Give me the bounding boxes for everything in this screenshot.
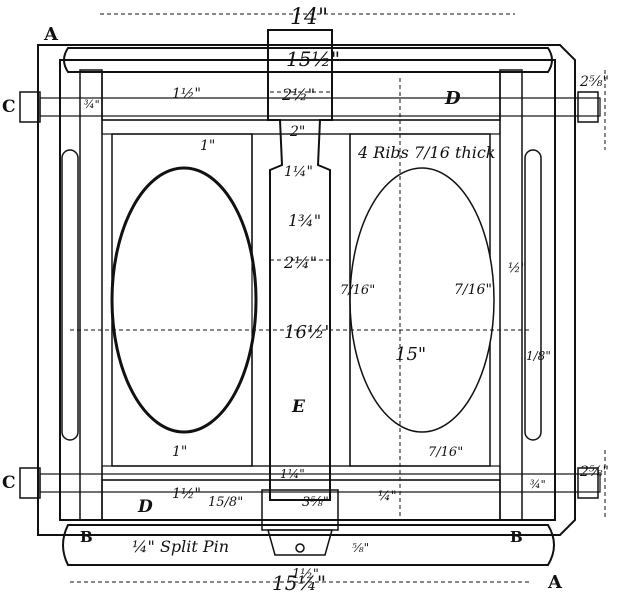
note-split-pin: ¼" Split Pin <box>132 537 229 556</box>
dim-overall-top: 14" <box>290 5 328 30</box>
top-cap-plate <box>63 47 553 73</box>
bolt-top <box>19 91 601 123</box>
left-slot <box>61 149 79 441</box>
dim-pin-size: ⅝" <box>352 541 369 555</box>
label-c-top: C <box>2 97 16 117</box>
right-oval <box>349 167 495 433</box>
dim-bottom-rib: 1" <box>172 444 187 460</box>
dim-bolt-bottom: ¾" <box>530 478 546 491</box>
dim-overall-bottom: 15¼" <box>272 571 326 595</box>
dim-height: 15" <box>395 344 426 365</box>
label-a-bottom: A <box>547 572 563 593</box>
dim-rod-upper: 2½" <box>281 85 315 104</box>
label-b-left: B <box>80 528 93 546</box>
dim-bottom-gap: 1½" <box>172 486 201 502</box>
dim-rib-right: 7/16" <box>454 282 492 298</box>
dim-rod-inner: 1¾" <box>288 211 321 230</box>
dim-bolt-top: ¾" <box>84 98 100 111</box>
central-boss <box>251 133 351 467</box>
dim-rib-small: 1" <box>200 138 215 154</box>
dim-rib-left: 7/16" <box>340 283 375 298</box>
dim-bottom-threefive: 3⅝" <box>302 495 329 510</box>
bottom-cap-plate <box>62 524 555 566</box>
note-ribs: 4 Ribs 7/16 thick <box>357 143 496 162</box>
right-slot <box>524 149 542 441</box>
label-c-bottom: C <box>2 473 16 493</box>
connecting-rod <box>261 29 339 556</box>
label-d-top: D <box>444 88 461 109</box>
frame-section <box>37 44 576 536</box>
dim-top-cap: 15½" <box>286 47 340 71</box>
dim-inner-width: 16½" <box>284 322 333 343</box>
dim-top-gap: 1½" <box>172 86 201 102</box>
label-a-top: A <box>43 24 59 45</box>
label-b-right: B <box>510 528 523 546</box>
dim-bottom-small: ¼" <box>378 489 397 504</box>
dim-rod-taper: 1¼" <box>284 164 313 180</box>
left-oval <box>110 166 258 434</box>
label-e: E <box>291 397 306 417</box>
dim-pin-width: 1½" <box>292 567 319 582</box>
bolt-bottom <box>19 467 601 499</box>
dim-rod-mid: 2¼" <box>283 253 317 272</box>
dim-rod-neck: 2" <box>289 124 305 140</box>
label-d-bottom: D <box>137 497 153 517</box>
dim-side-half: ½" <box>508 261 527 276</box>
dim-right-bottom: 2⅝" <box>579 464 609 480</box>
dim-bottom-quarter: 1¼" <box>280 467 305 481</box>
dim-side-eighth: 1/8" <box>526 349 551 363</box>
dim-bottom-rib2: 7/16" <box>428 445 463 460</box>
dim-bottom-fifteen: 15/8" <box>208 495 243 510</box>
dim-right-top: 2⅝" <box>579 74 609 90</box>
